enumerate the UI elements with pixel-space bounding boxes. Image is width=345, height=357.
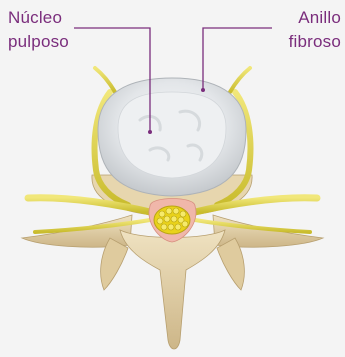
intervertebral-disc xyxy=(98,78,246,196)
label-annulus-line1: Anillo xyxy=(289,6,341,30)
leader-dot-nucleus xyxy=(148,130,152,134)
label-annulus-line2: fibroso xyxy=(289,30,341,54)
nerve-right-vertical xyxy=(230,68,250,92)
spinal-canal xyxy=(149,199,196,243)
nerve-left-vertical xyxy=(95,68,115,92)
label-annulus-fibrosus: Anillo fibroso xyxy=(289,6,341,54)
label-nucleus-pulposus: Núcleo pulposo xyxy=(8,6,69,54)
leader-dot-annulus xyxy=(201,88,205,92)
label-nucleus-line2: pulposo xyxy=(8,30,69,54)
spinous-process xyxy=(120,230,225,349)
nucleus-pulposus xyxy=(118,92,226,178)
label-nucleus-line1: Núcleo xyxy=(8,6,69,30)
